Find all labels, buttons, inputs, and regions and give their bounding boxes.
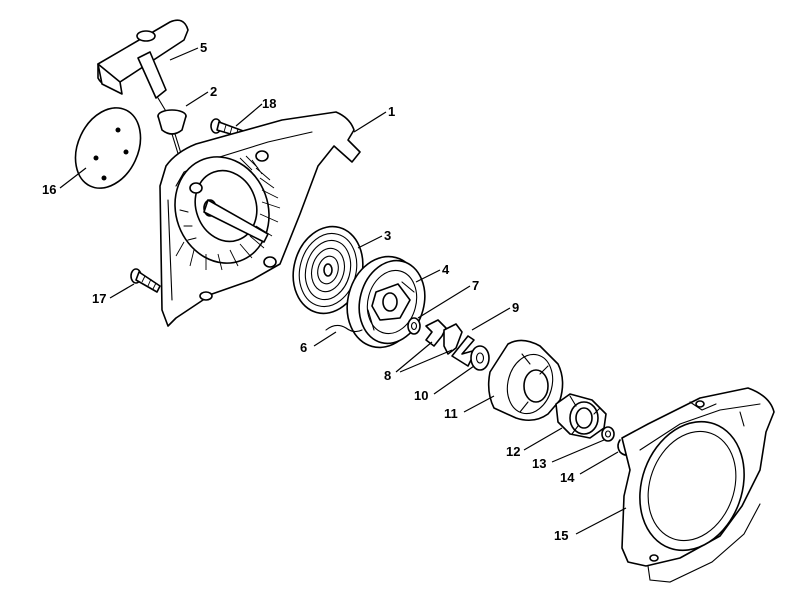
part-16-plate: [74, 107, 142, 189]
callout-5: 5: [200, 40, 207, 55]
leader-2: [185, 91, 209, 107]
leader-1: [353, 111, 387, 133]
leader-10: [433, 365, 475, 395]
callout-6: 6: [300, 340, 307, 355]
callout-9: 9: [512, 300, 519, 315]
leader-13: [551, 439, 605, 463]
leader-17: [109, 283, 135, 299]
leader-lines: [59, 47, 627, 535]
leader-12: [523, 427, 563, 451]
callout-1: 1: [388, 104, 395, 119]
part-10-washer: [470, 345, 490, 371]
part-9-spring-clip: [451, 335, 477, 367]
callout-8: 8: [384, 368, 391, 383]
leader-3: [357, 235, 383, 249]
callout-16: 16: [42, 182, 56, 197]
callout-14: 14: [560, 470, 575, 485]
part-7-washer: [407, 317, 421, 335]
leader-15: [575, 507, 627, 535]
leader-11: [463, 395, 495, 413]
leader-16: [59, 167, 87, 189]
callout-11: 11: [444, 406, 458, 421]
callout-18: 18: [262, 96, 276, 111]
part-17-screw: [130, 268, 161, 293]
leader-6: [313, 331, 337, 347]
leader-8b: [399, 349, 453, 373]
callout-7: 7: [472, 278, 479, 293]
callout-4: 4: [442, 262, 450, 277]
part-8-pawls: [425, 319, 463, 355]
leader-9: [471, 307, 511, 331]
part-12-hub: [555, 393, 607, 439]
leader-5: [169, 47, 199, 61]
leader-14: [579, 451, 619, 475]
callout-13: 13: [532, 456, 546, 471]
callout-12: 12: [506, 444, 520, 459]
part-15-guard: [621, 387, 775, 583]
callout-2: 2: [210, 84, 217, 99]
part-2-bushing: [157, 109, 187, 135]
leader-4: [415, 269, 441, 283]
callout-3: 3: [384, 228, 391, 243]
callout-10: 10: [414, 388, 428, 403]
leader-18: [235, 103, 263, 127]
part-1-fan-housing: [159, 111, 361, 327]
leader-7: [417, 285, 471, 319]
callout-15: 15: [554, 528, 568, 543]
leader-8a: [395, 341, 433, 373]
part-11-pawl-carrier: [487, 339, 564, 422]
part-13-washer: [601, 426, 615, 442]
part-6-rope: [325, 324, 363, 333]
callout-labels: 5 2 18 1 16 3 4 7 9 17 6 8 10 11 12 13 1…: [42, 40, 575, 543]
part-5-starter-grip: [97, 19, 189, 119]
callout-17: 17: [92, 291, 106, 306]
